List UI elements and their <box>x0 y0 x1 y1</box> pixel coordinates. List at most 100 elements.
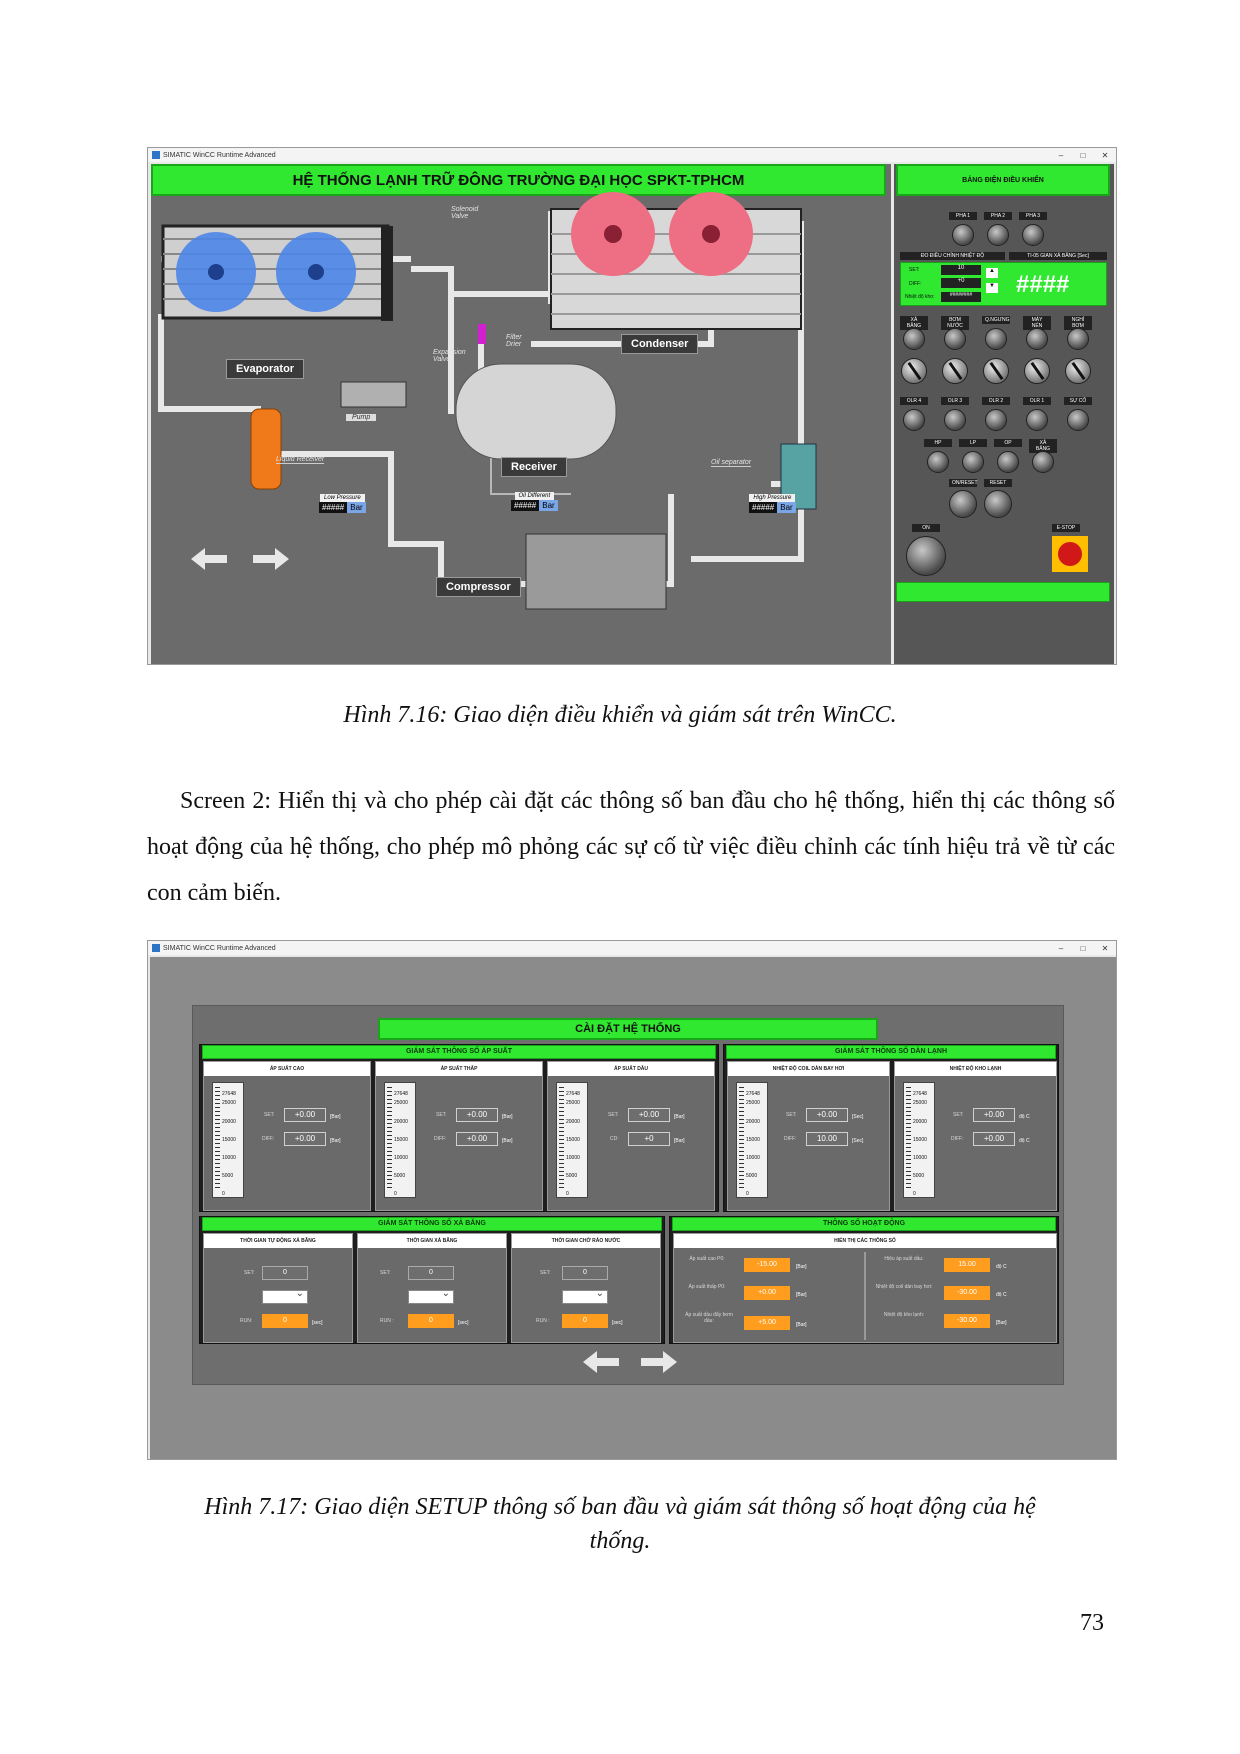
defrost-panel: GIÁM SÁT THÔNG SỐ XẢ BĂNG THỜI GIAN TỰ Đ… <box>199 1216 665 1344</box>
setup-area: CÀI ĐẶT HỆ THỐNG GIÁM SÁT THÔNG SỐ ÁP SU… <box>192 1005 1064 1385</box>
wincc-setup-screen-window: SIMATIC WinCC Runtime Advanced – □ ✕ CÀI… <box>147 940 1117 1460</box>
high-pressure-readout: High Pressure #####Bar <box>749 494 796 513</box>
set-input[interactable]: 0 <box>408 1266 454 1280</box>
minimize-icon[interactable]: – <box>1058 943 1064 953</box>
maximize-icon[interactable]: □ <box>1080 150 1086 160</box>
readout-unit: Bar <box>539 500 558 511</box>
op-left-label-2: Áp suất dầu đẩy bơm dầu: <box>685 1312 733 1324</box>
piping-svg <box>158 192 817 610</box>
mode-dropdown[interactable] <box>262 1288 308 1304</box>
on-reset-label: ON/RESET <box>949 479 978 487</box>
op-left-unit-1: [Bar] <box>796 1292 807 1298</box>
arrow-left-icon[interactable] <box>581 1349 621 1375</box>
set-label: SET: <box>264 1112 275 1118</box>
receiver-label: Receiver <box>501 457 567 477</box>
run-label: RUN : <box>536 1318 550 1324</box>
estop-button[interactable] <box>1058 542 1082 566</box>
set-value[interactable]: +0.00 <box>456 1108 498 1122</box>
pha2-lamp <box>987 224 1009 246</box>
set-value[interactable]: 10 <box>941 265 981 275</box>
set-label: SET: <box>909 267 920 273</box>
condenser-fan-icon <box>571 192 753 276</box>
card-title: ÁP SUẤT THẤP <box>376 1062 542 1076</box>
close-icon[interactable]: ✕ <box>1101 150 1109 160</box>
control-panel: BẢNG ĐIỆN ĐIỀU KHIỂN PHA 1 PHA 2 PHA 3 Đ… <box>894 164 1114 664</box>
lamp <box>1026 328 1048 350</box>
wincc-main-screen-window: SIMATIC WinCC Runtime Advanced – □ ✕ HỆ … <box>147 147 1117 665</box>
estop-frame <box>1052 536 1088 572</box>
set-value[interactable]: +0.00 <box>628 1108 670 1122</box>
cd-unit: [Bar] <box>674 1138 685 1144</box>
selector-switch[interactable] <box>1065 358 1091 384</box>
run-value: 0 <box>562 1314 608 1328</box>
card-title: NHIỆT ĐỘ KHO LẠNH <box>895 1062 1056 1076</box>
process-diagram: HỆ THỐNG LẠNH TRỮ ĐÔNG TRƯỜNG ĐẠI HỌC SP… <box>151 164 891 664</box>
selector-switch[interactable] <box>901 358 927 384</box>
lamp <box>927 451 949 473</box>
set-value[interactable]: +0.00 <box>973 1108 1015 1122</box>
diff-value[interactable]: +0 <box>941 278 981 288</box>
temperature-controller: SET: 10 DIFF: +0 Nhiệt độ kho: ######## … <box>900 262 1107 306</box>
diff-label: DIFF: <box>784 1136 797 1142</box>
decrease-icon[interactable]: ▼ <box>986 283 998 293</box>
diff-label: DIFF: <box>909 281 922 287</box>
set-input[interactable]: 0 <box>562 1266 608 1280</box>
minimize-icon[interactable]: – <box>1058 150 1064 160</box>
defrost-card-auto: THỜI GIAN TỰ ĐỘNG XẢ BĂNG SET: 0 RUN: 0 … <box>203 1233 353 1343</box>
on-switch[interactable] <box>906 536 946 576</box>
set-input[interactable]: 0 <box>262 1266 308 1280</box>
diff-value[interactable]: +0.00 <box>284 1132 326 1146</box>
card-title: ÁP SUẤT CAO <box>204 1062 370 1076</box>
app-icon <box>152 944 160 952</box>
set-unit: [Bar] <box>674 1114 685 1120</box>
set-value[interactable]: +0.00 <box>284 1108 326 1122</box>
arrow-right-icon[interactable] <box>251 546 291 572</box>
on-reset-button[interactable] <box>949 490 977 518</box>
diff-value[interactable]: 10.00 <box>806 1132 848 1146</box>
diff-unit: độ C <box>1019 1138 1030 1144</box>
set-value[interactable]: +0.00 <box>806 1108 848 1122</box>
card-title: HIỂN THỊ CÁC THÔNG SỐ <box>674 1234 1056 1248</box>
window-titlebar: SIMATIC WinCC Runtime Advanced – □ ✕ <box>148 941 1116 955</box>
arrow-right-icon[interactable] <box>639 1349 679 1375</box>
diff-value[interactable]: +0.00 <box>456 1132 498 1146</box>
op-right-unit-1: độ C <box>996 1292 1007 1298</box>
reset-button[interactable] <box>984 490 1012 518</box>
set-unit: [Bar] <box>330 1114 341 1120</box>
row2-label-4: SỰ CỐ <box>1064 397 1092 405</box>
lamp <box>962 451 984 473</box>
op-left-unit-0: [Bar] <box>796 1264 807 1270</box>
divider <box>864 1252 866 1340</box>
cd-value[interactable]: +0 <box>628 1132 670 1146</box>
cold-panel: GIÁM SÁT THÔNG SỐ DÀN LẠNH NHIỆT ĐỘ COIL… <box>723 1044 1059 1212</box>
op-left-label-1: Áp suất thấp P0: <box>688 1284 726 1290</box>
op-right-label-2: Nhiệt độ kho lạnh: <box>883 1312 925 1318</box>
op-left-label-0: Áp suất cao P0: <box>689 1256 725 1262</box>
row3-label-3: XẢ BĂNG <box>1029 439 1057 453</box>
run-label: RUN: <box>240 1318 253 1324</box>
temp-value: ######## <box>941 292 981 302</box>
mode-dropdown[interactable] <box>562 1288 608 1304</box>
evaporator-fan-icon <box>176 232 356 312</box>
card-title: ÁP SUẤT DẦU <box>548 1062 714 1076</box>
selector-switch[interactable] <box>1024 358 1050 384</box>
row3-label-2: OP <box>994 439 1022 447</box>
close-icon[interactable]: ✕ <box>1101 943 1109 953</box>
selector-switch[interactable] <box>942 358 968 384</box>
mode-dropdown[interactable] <box>408 1288 454 1304</box>
increase-icon[interactable]: ▲ <box>986 268 998 278</box>
operation-section-title: THÔNG SỐ HOẠT ĐỘNG <box>672 1217 1056 1231</box>
row1-label-0: XẢ BĂNG <box>900 316 928 330</box>
selector-switch[interactable] <box>983 358 1009 384</box>
defrost-card-time: THỜI GIAN XẢ BĂNG SET: 0 RUN : 0 [sec] <box>357 1233 507 1343</box>
set-label: SET: <box>244 1270 255 1276</box>
op-left-unit-2: [Bar] <box>796 1322 807 1328</box>
temp-title: ĐO ĐIỀU CHỈNH NHIỆT ĐỘ <box>900 252 1005 260</box>
diff-value[interactable]: +0.00 <box>973 1132 1015 1146</box>
maximize-icon[interactable]: □ <box>1080 943 1086 953</box>
arrow-left-icon[interactable] <box>189 546 229 572</box>
